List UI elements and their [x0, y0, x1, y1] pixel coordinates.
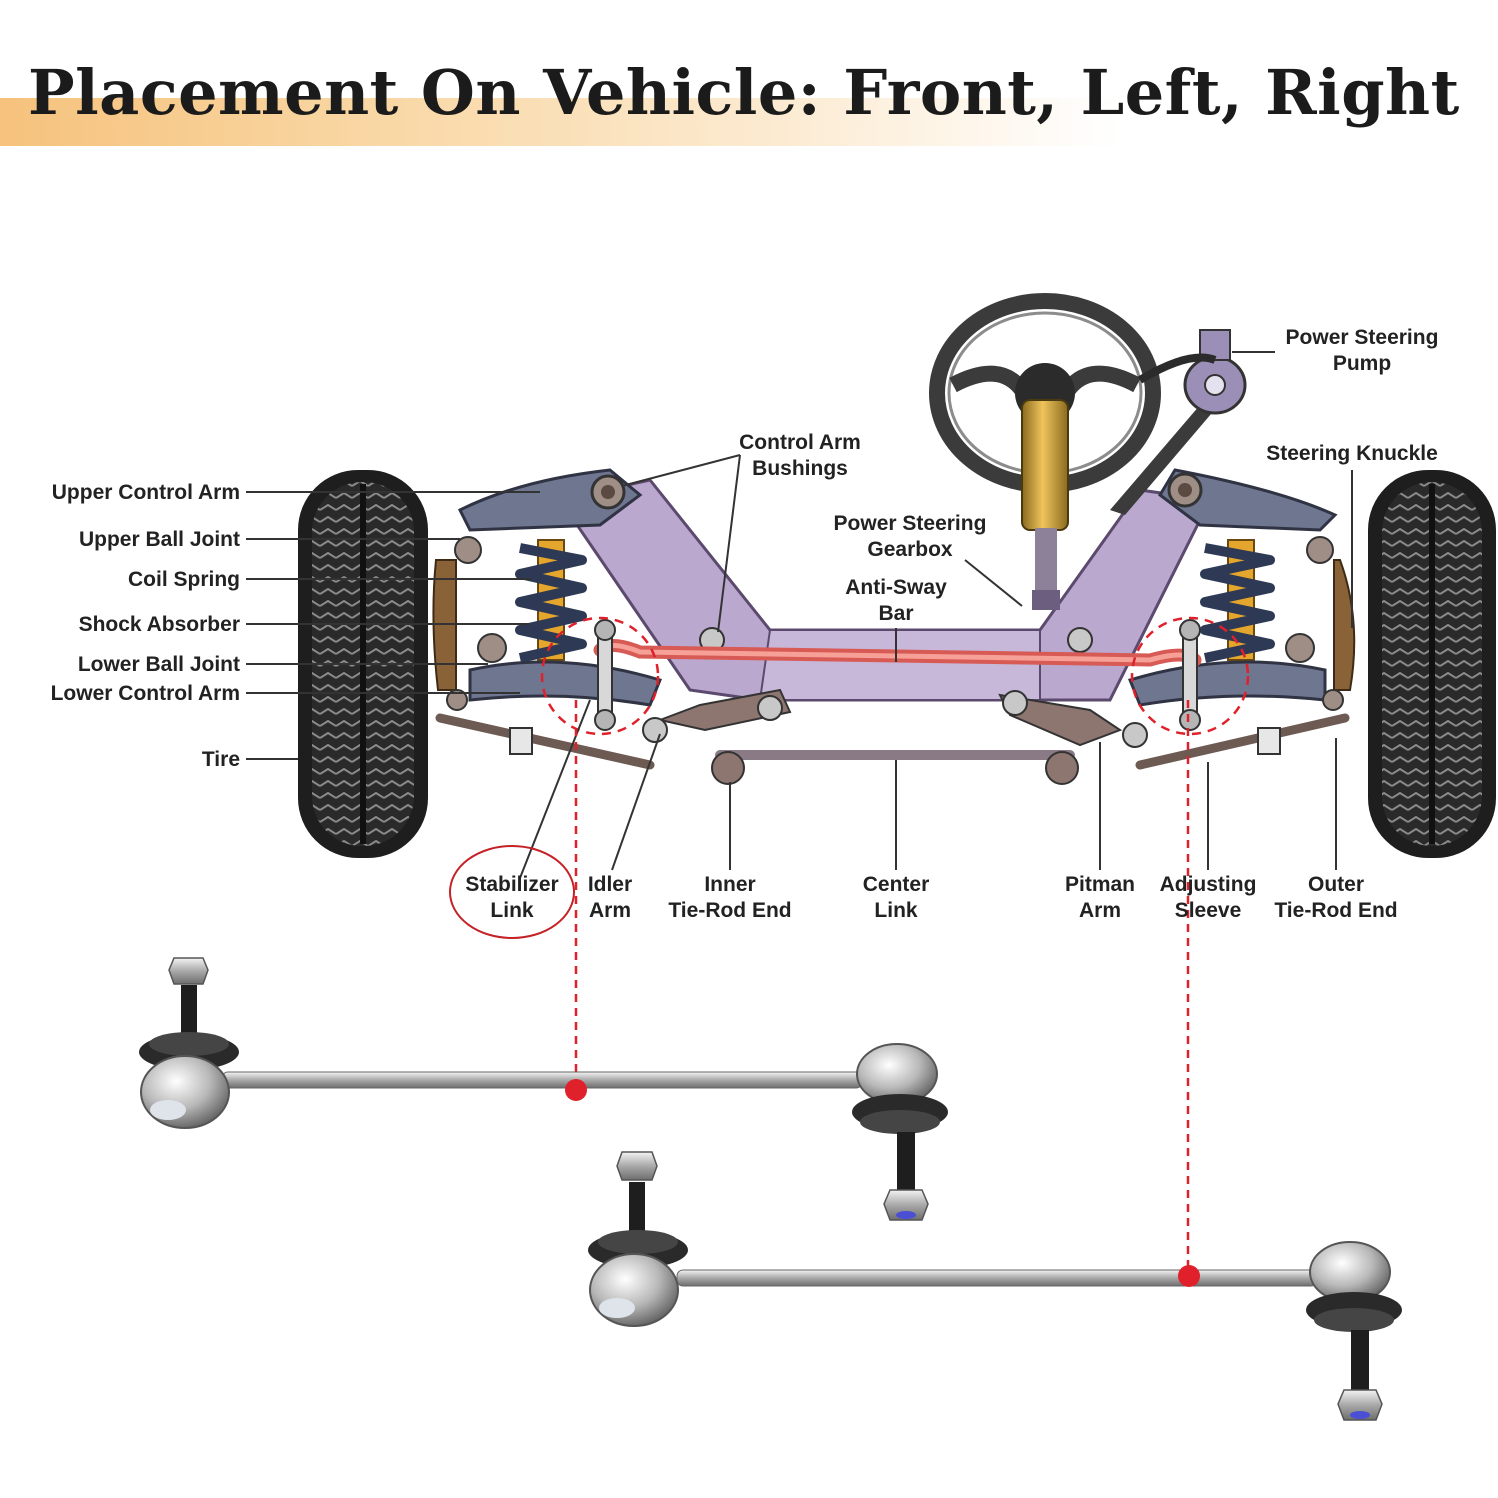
label-control-arm-bushings-line2: Bushings — [752, 457, 848, 480]
label-anti-sway-bar-line1: Anti-Sway — [845, 576, 947, 599]
label-inner-tie-rod-end-line2: Tie-Rod End — [668, 899, 791, 922]
label-shock-absorber: Shock Absorber — [79, 613, 240, 636]
label-power-steering-pump-line1: Power Steering — [1286, 326, 1439, 349]
right-tie-rod — [1135, 689, 1350, 770]
label-lower-control-arm: Lower Control Arm — [51, 682, 240, 705]
label-control-arm-bushings-line1: Control Arm — [739, 431, 861, 454]
label-adjusting-sleeve-line2: Sleeve — [1175, 899, 1242, 922]
right-link-highlight-circle — [1130, 616, 1250, 736]
label-power-steering-pump-line2: Pump — [1333, 352, 1391, 375]
left-link-marker-dot — [565, 1079, 587, 1101]
label-lower-ball-joint: Lower Ball Joint — [78, 653, 240, 676]
center-link — [711, 750, 1079, 785]
right-link-marker-dot — [1178, 1265, 1200, 1287]
right-steering-knuckle — [1306, 536, 1356, 691]
label-outer-tie-rod-end-line2: Tie-Rod End — [1274, 899, 1397, 922]
headline-highlight — [0, 98, 1120, 146]
page-title: Placement On Vehicle: Front, Left, Right — [28, 56, 1460, 129]
label-upper-ball-joint: Upper Ball Joint — [79, 528, 240, 551]
label-adjusting-sleeve-line1: Adjusting — [1160, 873, 1257, 896]
stabilizer-link-product-2 — [588, 1151, 1402, 1421]
label-steering-knuckle: Steering Knuckle — [1266, 442, 1438, 465]
power-steering-pump — [1110, 329, 1247, 515]
left-coil-spring — [515, 539, 587, 663]
left-stabilizer-link-installed — [594, 619, 616, 731]
leader-lines — [246, 351, 1353, 879]
label-coil-spring: Coil Spring — [128, 568, 240, 591]
idler-arm — [642, 688, 792, 743]
label-idler-arm-line2: Arm — [589, 899, 631, 922]
right-frame-bushing — [1067, 627, 1093, 653]
label-power-steering-gearbox-line2: Gearbox — [867, 538, 953, 561]
pitman-arm — [998, 690, 1148, 748]
label-center-link-line1: Center — [863, 873, 930, 896]
steering-column — [1021, 399, 1069, 610]
right-stabilizer-link-installed — [1179, 619, 1201, 731]
label-pitman-arm-line2: Arm — [1079, 899, 1121, 922]
right-tire — [1368, 470, 1496, 858]
label-idler-arm-line1: Idler — [588, 873, 632, 896]
label-anti-sway-bar-line2: Bar — [878, 602, 913, 625]
label-pitman-arm-line1: Pitman — [1065, 873, 1135, 896]
label-center-link-line2: Link — [874, 899, 917, 922]
label-stabilizer-link-line1: Stabilizer — [465, 873, 558, 896]
label-upper-control-arm: Upper Control Arm — [52, 481, 240, 504]
stabilizer-label-circle — [449, 845, 575, 939]
label-tire: Tire — [202, 748, 240, 771]
left-tie-rod — [435, 689, 655, 770]
right-upper-control-arm — [1158, 468, 1338, 532]
label-stabilizer-link-line2: Link — [490, 899, 533, 922]
label-power-steering-gearbox-line1: Power Steering — [834, 512, 987, 535]
left-upper-control-arm — [457, 468, 643, 532]
right-coil-spring — [1200, 539, 1275, 663]
left-link-highlight-circle — [540, 616, 660, 736]
stabilizer-link-product-1 — [139, 957, 948, 1221]
left-steering-knuckle — [432, 536, 482, 691]
label-outer-tie-rod-end-line1: Outer — [1308, 873, 1364, 896]
label-inner-tie-rod-end-line1: Inner — [704, 873, 755, 896]
